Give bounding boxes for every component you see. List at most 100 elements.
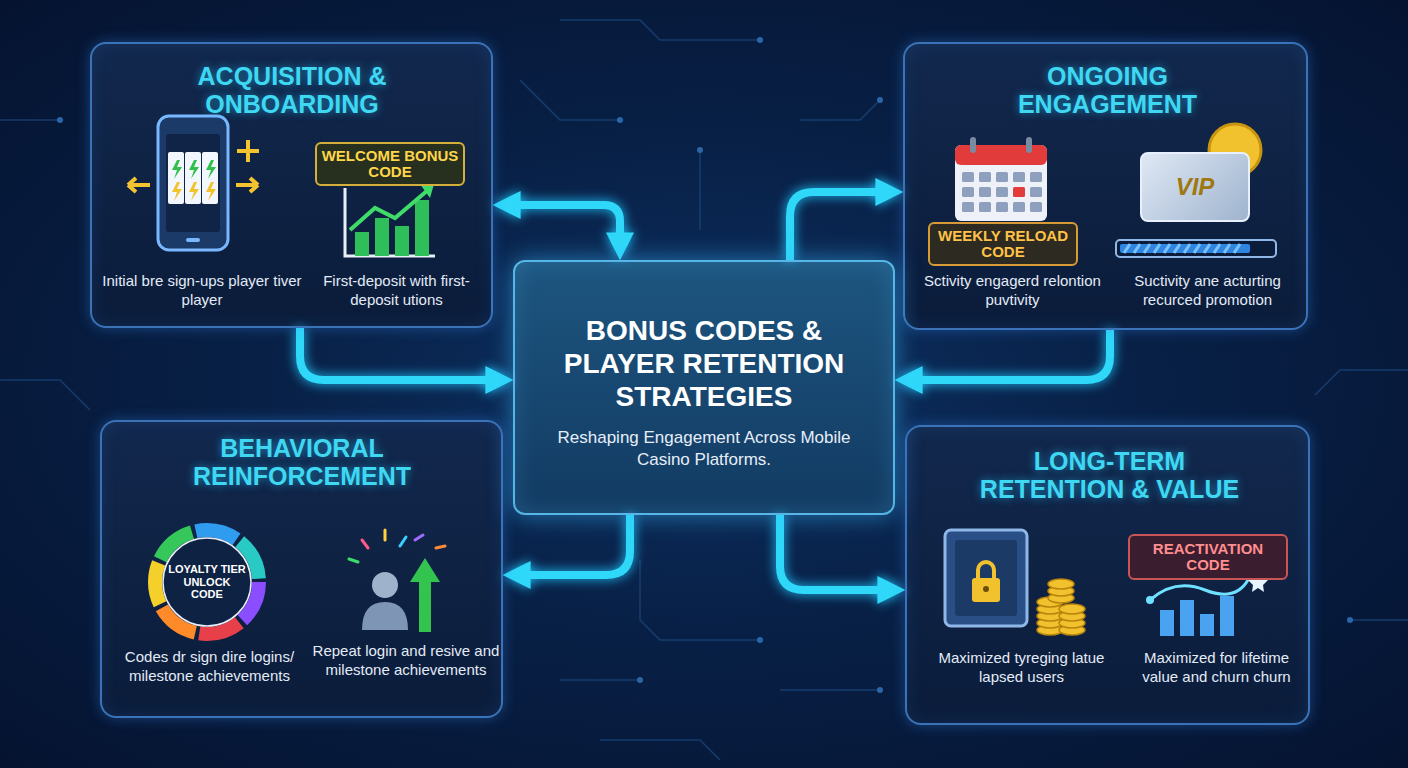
illustration-shape	[372, 572, 398, 598]
illustration-shape	[637, 677, 643, 683]
ring-segment	[155, 530, 259, 634]
progress-stripe	[1204, 244, 1210, 253]
illustration-shape	[617, 117, 623, 123]
illustration-shape	[185, 152, 201, 204]
flow-arrow	[300, 328, 491, 380]
progress-stripe	[1224, 244, 1230, 253]
ring-segment	[155, 530, 259, 634]
growth-chart	[345, 184, 435, 256]
section-caption: Sctivity engagerd relontion puvtivity	[915, 272, 1110, 310]
illustration-shape	[800, 100, 880, 120]
illustration-shape	[400, 537, 406, 546]
illustration-shape	[237, 140, 259, 162]
coin	[1037, 618, 1063, 628]
illustration-shape	[1220, 596, 1234, 636]
coin	[1037, 625, 1063, 635]
ring-core	[163, 538, 251, 626]
illustration-shape	[168, 152, 184, 204]
section-panel: LONG-TERM RETENTION & VALUEMaximized tyr…	[905, 425, 1310, 725]
illustration-shape	[780, 689, 880, 691]
illustration-shape	[362, 602, 408, 630]
badge-label: REACTIVATION CODE	[1130, 541, 1286, 574]
connectors	[300, 192, 1110, 590]
illustration-shape	[1146, 596, 1154, 604]
section-caption: Reshaping Engagement Across Mobile Casin…	[541, 427, 867, 471]
flow-arrow	[780, 515, 883, 590]
badge-label: WEEKLY RELOAD CODE	[930, 228, 1076, 261]
coin	[1059, 611, 1085, 621]
illustration-shape	[978, 562, 994, 578]
illustration-shape	[955, 145, 1047, 221]
vault-icon	[945, 530, 1085, 635]
calendar-day	[1030, 202, 1042, 212]
illustration-shape	[1180, 600, 1194, 636]
progress-stripe	[1184, 244, 1190, 253]
illustration-shape	[345, 188, 435, 256]
flow-arrow	[917, 330, 1110, 380]
section-caption: Repeat login and resive and milestone ac…	[312, 642, 500, 680]
illustration-shape	[945, 530, 1027, 626]
illustration-shape	[395, 226, 409, 256]
calendar-day	[979, 172, 991, 182]
calendar-day	[1013, 187, 1025, 197]
calendar-day	[962, 187, 974, 197]
calendar-day	[1013, 202, 1025, 212]
badge-label: LOYALTY TIER UNLOCK CODE	[167, 563, 247, 601]
illustration-shape	[0, 380, 90, 410]
illustration-shape	[600, 740, 720, 760]
progress-stripe	[1164, 244, 1170, 253]
ring-segment	[155, 530, 259, 634]
achievement-figure	[349, 530, 445, 632]
calendar-day	[979, 202, 991, 212]
illustration-shape	[1120, 244, 1250, 253]
illustration-shape	[1026, 137, 1032, 153]
section-heading: BONUS CODES & PLAYER RETENTION STRATEGIE…	[531, 314, 877, 413]
illustration-shape	[877, 687, 883, 693]
progress-stripe	[1134, 244, 1140, 253]
illustration-shape	[355, 232, 369, 256]
illustration-shape	[1200, 614, 1214, 636]
illustration-shape	[420, 184, 434, 198]
illustration-shape	[57, 117, 63, 123]
progress-stripe	[1174, 244, 1180, 253]
section-caption: First-deposit with first-deposit utions	[304, 272, 489, 310]
vip-extras	[1116, 124, 1276, 257]
progress-stripe	[1154, 244, 1160, 253]
code-badge: WEEKLY RELOAD CODE	[928, 222, 1078, 266]
calendar-day	[962, 172, 974, 182]
coin	[1059, 604, 1085, 614]
panel-fill	[100, 420, 503, 718]
section-caption: Maximized tyreging latue lapsed users	[919, 649, 1124, 687]
section-caption: Initial bre sign-ups player tiver player	[102, 272, 302, 310]
badge-label: VIP	[1176, 175, 1215, 199]
illustration-shape	[172, 160, 216, 179]
illustration-shape	[415, 535, 423, 540]
vip-card: VIP	[1140, 152, 1250, 222]
section-panel: BEHAVIORAL REINFORCEMENTCodes dr sign di…	[100, 420, 503, 718]
illustration-shape	[757, 637, 763, 643]
panel-fill	[905, 425, 1310, 725]
illustration-shape	[955, 540, 1017, 616]
panel-fills	[90, 42, 1310, 725]
illustration-shape	[349, 530, 445, 562]
illustration-shape	[350, 190, 428, 230]
illustration-shape	[202, 152, 218, 204]
illustration-shape	[983, 586, 989, 592]
section-caption: Maximized for lifetime value and churn c…	[1129, 649, 1304, 687]
coin	[1037, 611, 1063, 621]
illustration-shape	[166, 134, 220, 232]
ring-badge: LOYALTY TIER UNLOCK CODE	[147, 522, 267, 642]
ring-segment	[155, 530, 259, 634]
illustration-shape	[1350, 619, 1408, 621]
illustration-shape	[640, 560, 760, 640]
calendar-day	[996, 202, 1008, 212]
illustration-shape	[699, 150, 701, 230]
calendar-day	[962, 202, 974, 212]
progress-stripe	[1194, 244, 1200, 253]
coin	[1059, 618, 1085, 628]
illustration-shape	[1116, 240, 1276, 257]
coin	[1037, 604, 1063, 614]
illustration-shape	[158, 116, 228, 250]
section-panel: BONUS CODES & PLAYER RETENTION STRATEGIE…	[513, 260, 895, 515]
illustration-shape	[1315, 370, 1408, 395]
